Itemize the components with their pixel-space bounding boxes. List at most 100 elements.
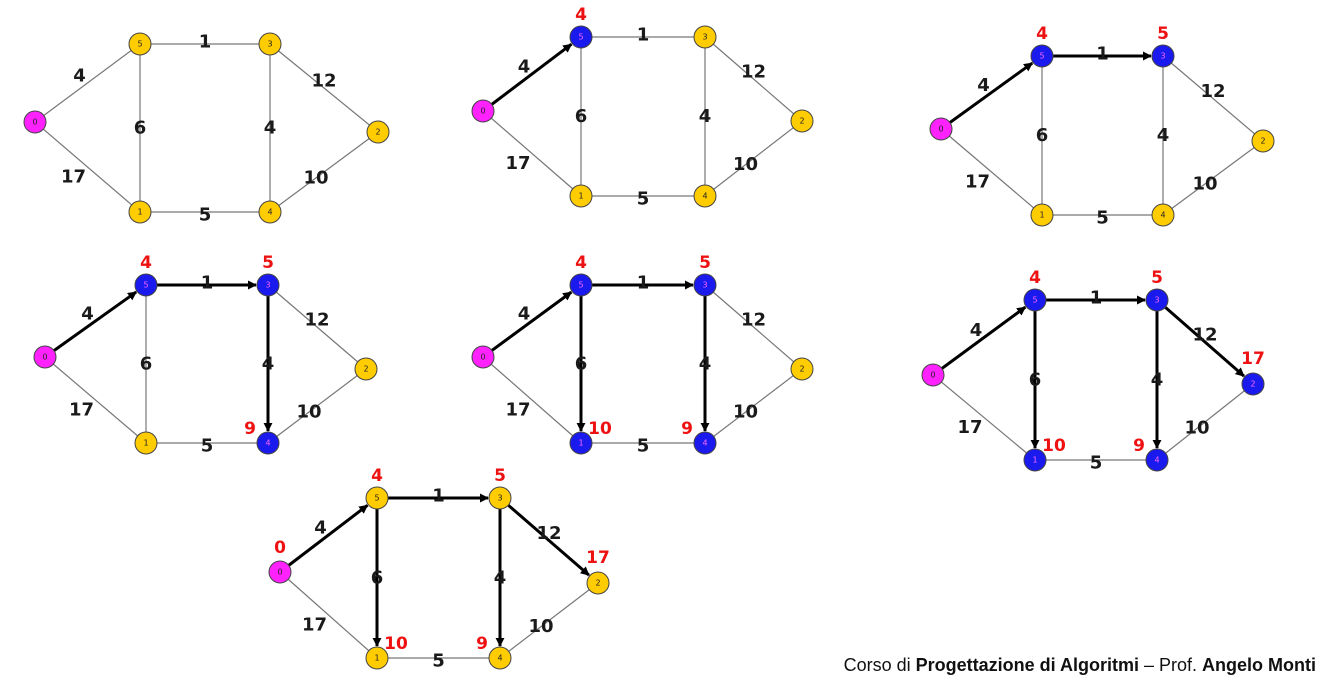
edge-weight-label: 6: [575, 106, 588, 127]
edge-weight-label: 5: [432, 651, 445, 672]
edge-0-5-tree: [482, 290, 573, 359]
edge-4-2: [1162, 140, 1264, 216]
node-label: 3: [265, 281, 270, 290]
edge-weight-label: 10: [303, 168, 328, 189]
node-label: 0: [480, 107, 485, 116]
node-5: [365, 486, 389, 510]
node-label: 5: [137, 40, 142, 49]
edge-4-2: [267, 368, 367, 444]
edge-weight-label: 4: [81, 304, 94, 325]
node-4: [693, 431, 717, 455]
node-label: 2: [1250, 380, 1255, 389]
node-label: 4: [265, 439, 270, 448]
node-1: [1023, 448, 1047, 472]
edge-weight-label: 1: [432, 486, 445, 507]
node-4: [258, 200, 282, 224]
node-label: 2: [1260, 137, 1265, 146]
distance-label: 9: [1133, 436, 1145, 456]
edge-weight-label: 17: [61, 167, 86, 188]
node-4: [488, 646, 512, 670]
node-0: [471, 345, 495, 369]
edge-weight-label: 10: [1184, 418, 1209, 439]
node-4: [256, 431, 280, 455]
edge-weight-label: 6: [575, 354, 588, 375]
edge-weight-label: 17: [69, 400, 94, 421]
node-4: [1145, 448, 1169, 472]
edge-weight-label: 17: [965, 172, 990, 193]
edge-0-5-tree: [279, 504, 369, 574]
edge-weight-label: 4: [699, 106, 712, 127]
footer-separator: – Prof.: [1138, 655, 1203, 675]
distance-label: 10: [588, 419, 612, 439]
node-2: [586, 571, 610, 595]
distance-label: 0: [274, 538, 286, 558]
distance-label: 17: [586, 548, 610, 568]
edge-weight-label: 1: [199, 32, 212, 53]
node-label: 0: [938, 125, 943, 134]
node-5: [1030, 44, 1054, 68]
node-0: [921, 363, 945, 387]
node-1: [365, 646, 389, 670]
edge-weight-label: 4: [1157, 125, 1170, 146]
node-label: 3: [497, 494, 502, 503]
edge-weight-label: 12: [1200, 81, 1225, 102]
node-3: [488, 486, 512, 510]
node-2: [790, 357, 814, 381]
edge-weight-label: 12: [1192, 325, 1217, 346]
edge-weight-label: 1: [201, 273, 214, 294]
node-2: [1241, 372, 1265, 396]
edge-4-2: [704, 120, 803, 197]
footer-prefix: Corso di: [843, 655, 916, 675]
edge-weight-label: 10: [733, 402, 758, 423]
edge-weight-label: 4: [262, 354, 275, 375]
node-label: 4: [267, 208, 272, 217]
edge-weight-label: 17: [505, 153, 530, 174]
node-label: 0: [930, 371, 935, 380]
edge-weight-label: 12: [536, 523, 561, 544]
node-label: 5: [578, 33, 583, 42]
edge-weight-label: 12: [304, 310, 329, 331]
edge-weight-label: 5: [637, 436, 650, 457]
distance-label: 5: [1157, 24, 1169, 44]
node-2: [366, 120, 390, 144]
node-label: 0: [42, 353, 47, 362]
node-3: [1151, 44, 1175, 68]
edge-weight-label: 4: [494, 568, 507, 589]
edge-weight-label: 17: [957, 417, 982, 438]
node-label: 3: [702, 281, 707, 290]
node-label: 1: [143, 439, 148, 448]
node-0: [268, 560, 292, 584]
distance-label: 5: [699, 253, 711, 273]
edge-weight-label: 5: [1096, 208, 1109, 229]
distance-label: 9: [476, 634, 488, 654]
edge-weight-label: 4: [970, 320, 983, 341]
edge-3-2-tree: [1156, 298, 1245, 378]
node-label: 4: [497, 654, 502, 663]
edge-weight-label: 6: [371, 568, 384, 589]
edge-weight-label: 4: [518, 304, 531, 325]
node-0: [471, 99, 495, 123]
edge-weight-label: 6: [140, 354, 153, 375]
edge-weight-label: 1: [1090, 288, 1103, 309]
distance-label: 4: [1036, 24, 1048, 44]
node-label: 5: [1039, 52, 1044, 61]
edge-weight-label: 6: [1036, 125, 1049, 146]
distance-label: 4: [575, 253, 587, 273]
edge-weight-label: 1: [1096, 44, 1109, 65]
node-5: [569, 273, 593, 297]
node-1: [134, 431, 158, 455]
edge-weight-label: 4: [1151, 370, 1164, 391]
edge-4-2: [1156, 383, 1254, 461]
edge-4-2: [704, 368, 803, 444]
edge-0-1: [34, 121, 141, 213]
node-1: [569, 431, 593, 455]
edge-0-5-tree: [932, 305, 1027, 377]
node-1: [1030, 203, 1054, 227]
node-label: 4: [1154, 456, 1159, 465]
node-label: 1: [578, 192, 583, 201]
node-label: 1: [1039, 211, 1044, 220]
edge-4-2: [499, 582, 599, 659]
